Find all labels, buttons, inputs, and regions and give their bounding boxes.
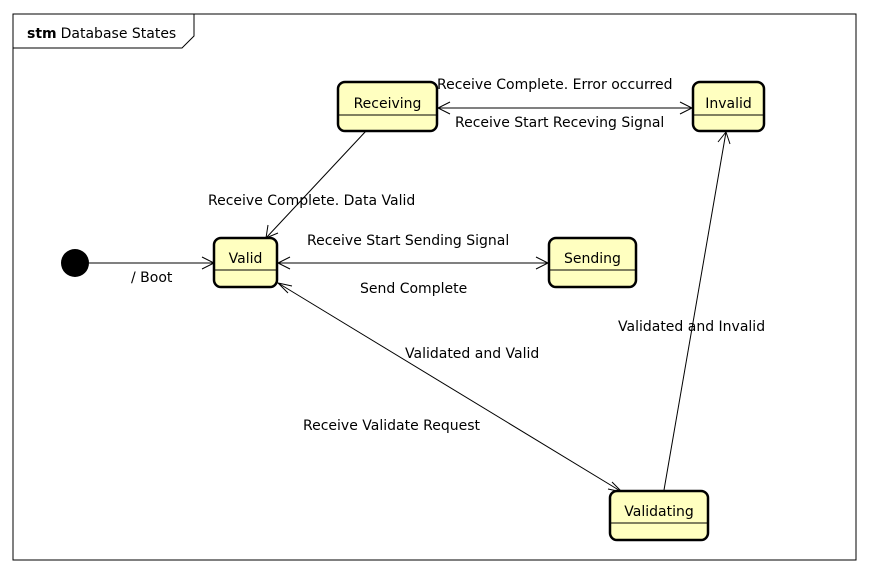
state-valid[interactable]: Valid [212,236,279,289]
label-boot: / Boot [131,270,173,286]
state-invalid-box [691,80,766,133]
label-receive-complete-error: Receive Complete. Error occurred [437,77,673,93]
label-validated-valid: Validated and Valid [405,346,539,362]
state-invalid-label: Invalid [705,96,752,112]
state-receiving-label: Receiving [354,96,422,112]
frame-tab [13,14,195,49]
label-receive-validate-request: Receive Validate Request [303,418,481,434]
state-validating[interactable]: Validating [608,489,710,542]
label-send-complete: Send Complete [360,281,467,297]
state-validating-label: Validating [624,504,693,520]
diagram-frame [12,13,857,561]
label-validated-invalid: Validated and Invalid [618,319,765,335]
frame-name: Database States [61,26,177,42]
state-validating-box [608,489,710,542]
state-invalid[interactable]: Invalid [691,80,766,133]
state-valid-label: Valid [229,251,263,267]
edge-receiving-valid [265,130,367,239]
state-receiving-box [336,80,439,133]
state-sending-box [547,236,638,289]
state-valid-box [212,236,279,289]
state-sending[interactable]: Sending [547,236,638,289]
label-receive-start-sending: Receive Start Sending Signal [307,233,509,249]
edge-validating-invalid [663,131,727,491]
initial-state [61,249,89,277]
frame-keyword: stm [27,26,57,42]
arrowhead-to-valid-from-validating [276,282,293,294]
edge-valid-validating [277,282,623,493]
state-receiving[interactable]: Receiving [336,80,439,133]
label-receive-start-receiving: Receive Start Receving Signal [455,115,664,131]
state-sending-label: Sending [564,251,621,267]
label-receive-complete-valid: Receive Complete. Data Valid [208,193,415,209]
